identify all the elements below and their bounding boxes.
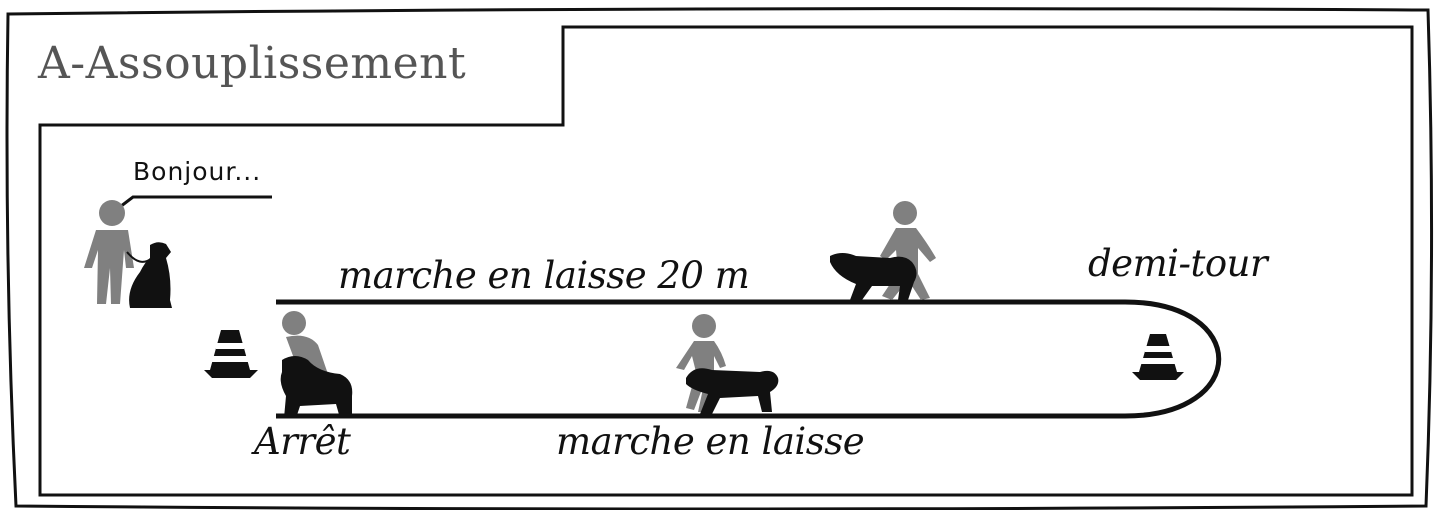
top-path-label: marche en laisse 20 m [338,254,750,297]
inner-frame-with-title-tab [38,25,1414,497]
turn-curve [1124,299,1222,419]
walking-dog-icon-middle [686,368,779,414]
stop-label: Arrêt [254,420,351,463]
speech-pointer-line [111,195,272,215]
start-person-icon [84,200,134,304]
walking-dog-icon-top [830,253,917,300]
traffic-cone-icon-left [204,330,258,378]
traffic-cone-icon-right [1132,334,1184,380]
bottom-path-label: marche en laisse [556,420,865,463]
start-dog-sitting-icon [129,242,172,308]
turn-label: demi-tour [1088,242,1268,285]
section-title: A-Assouplissement [38,38,467,89]
outer-frame [5,7,1434,510]
stop-dog-icon [280,356,353,418]
speech-bubble-text: Bonjour... [133,157,262,186]
